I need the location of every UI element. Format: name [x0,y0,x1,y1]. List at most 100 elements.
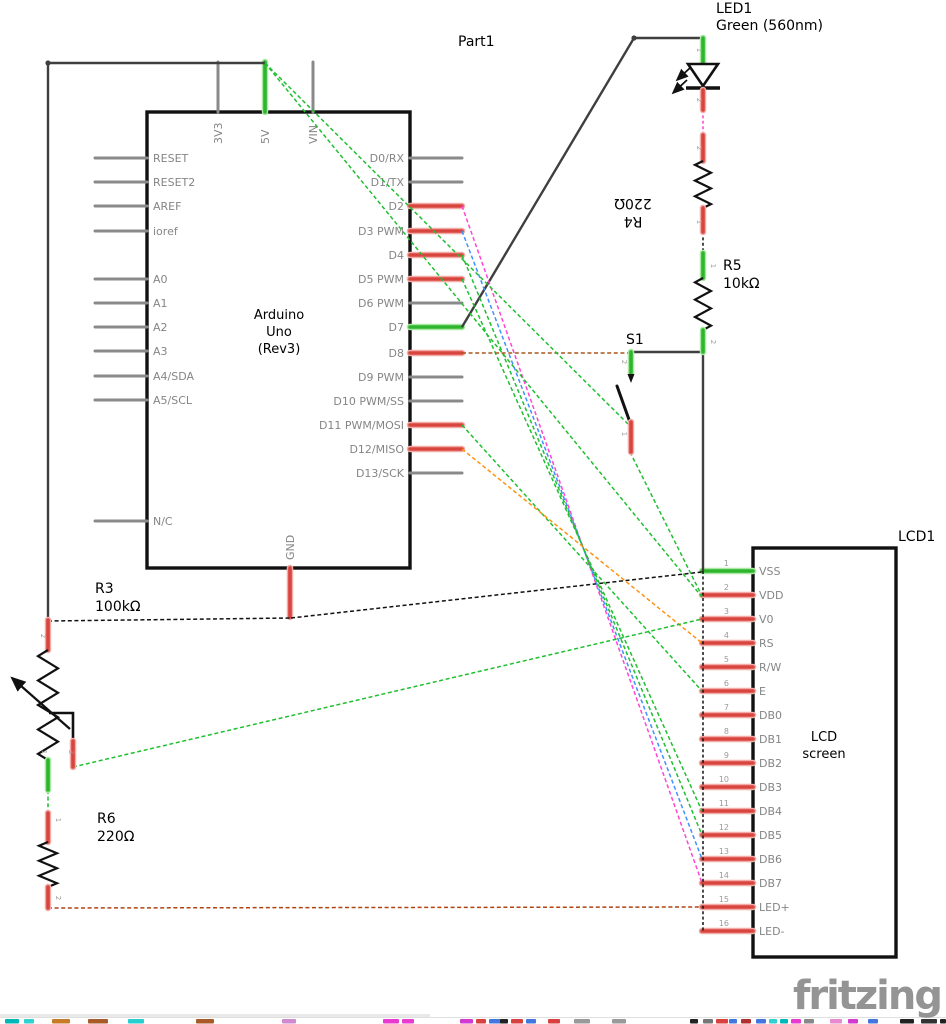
arduino-board[interactable] [145,110,412,570]
led1-light-arrow-1 [675,66,692,82]
part-pin-number-3: 1 [695,220,703,224]
ratsnest-r6-to-ledplus[interactable] [47,906,703,909]
part-pin-number-8: 2 [39,634,47,638]
r6-body[interactable] [36,840,60,889]
wire-junction-1 [45,60,51,66]
wire-d7-to-led[interactable] [460,36,703,328]
bottom-strip-seg-12 [500,1019,508,1024]
ratsnest-r3-to-v0[interactable] [72,618,703,768]
bottom-strip-seg-18 [690,1019,698,1024]
ratsnest-d5-to-db4[interactable] [461,278,703,812]
lcd-label-2: screen [802,747,845,762]
lcd-screen[interactable]: 1VSS2VDD3V04RS5R/W6E7DB08DB19DB210DB311D… [698,546,898,959]
arduino-pin-label-A4/SDA: A4/SDA [153,370,194,383]
arduino-pin-label-A0: A0 [153,273,168,286]
bottom-strip-seg-27 [804,1019,814,1024]
arduino-label-2: Uno [266,325,292,340]
part-pin-number-10: 3 [67,750,75,754]
part-pin-number-12: 2 [54,896,62,900]
part-pin-number-0: 1 [695,48,703,52]
bottom-strip-seg-15 [548,1019,560,1024]
part-pin-number-11: 1 [54,818,62,822]
arduino-pin-label-D13/SCK: D13/SCK [356,467,405,480]
ratsnest-gnd-to-vss[interactable] [290,571,703,619]
arduino-pin-label-D2: D2 [389,200,404,213]
bottom-strip-seg-26 [791,1019,801,1024]
bottom-strip-seg-6 [282,1019,296,1024]
arduino-pin-label-ioref: ioref [153,225,179,238]
bottom-strip-seg-13 [511,1019,523,1024]
arduino-pin-label-D3 PWM: D3 PWM [358,225,404,238]
lcd-pin-number-6: 6 [724,679,729,688]
lcd-pin-label-DB1: DB1 [759,733,782,746]
bottom-strip-seg-14 [526,1019,536,1024]
bottom-strip-seg-33 [940,1019,946,1024]
part-pin-number-7: 1 [620,432,628,436]
lcd-pin-label-DB2: DB2 [759,757,782,770]
ratsnest-r3-to-gnd[interactable] [47,617,292,622]
lcd-pin-label-RS: RS [759,637,774,650]
arduino-pin-label-D6 PWM: D6 PWM [358,297,404,310]
r4-ref: R4 [624,213,643,229]
sheet-title: Part1 [458,34,495,50]
lcd1-ref: LCD1 [898,529,935,545]
lcd-pin-label-DB3: DB3 [759,781,782,794]
r4-resistor[interactable] [692,131,714,236]
lcd-pin-number-2: 2 [724,583,729,592]
lcd-pin-number-9: 9 [724,751,729,760]
wires-ratsnest [47,62,704,931]
lcd-pin-label-DB7: DB7 [759,877,782,890]
lcd-pin-label-V0: V0 [759,613,774,626]
bottom-strip-seg-25 [780,1019,788,1024]
r3-body[interactable] [35,649,61,761]
arduino-pin-label-D4: D4 [389,249,404,262]
wires-solid [45,35,705,620]
r6-resistor[interactable] [36,809,60,912]
arduino-pin-label-A3: A3 [153,345,168,358]
bottom-strip-seg-7 [383,1019,399,1024]
lcd-pin-number-7: 7 [724,703,729,712]
r6-ref: R6 [97,811,116,827]
bottom-strip-seg-22 [741,1019,751,1024]
s1-lever[interactable] [615,384,631,423]
lcd-pin-number-8: 8 [724,727,729,736]
arduino-pin-label-3V3: 3V3 [212,122,225,144]
bottom-strip-seg-0 [5,1019,19,1024]
bottom-strip-seg-20 [716,1019,728,1024]
r4-value: 220Ω [614,195,652,211]
bottom-strip-seg-31 [900,1019,914,1024]
lcd-panel[interactable] [751,546,898,959]
lcd-pin-number-11: 11 [719,799,729,808]
lcd-pin-number-15: 15 [719,895,729,904]
arduino-pin-label-D9 PWM: D9 PWM [358,371,404,384]
r4-body[interactable] [692,160,714,209]
arduino-pin-label-D1/TX: D1/TX [371,176,405,189]
arduino-label-1: Arduino [254,308,304,323]
bottom-strip-seg-2 [52,1019,70,1024]
r5-resistor[interactable] [692,249,714,356]
r5-body[interactable] [692,277,714,331]
fritzing-watermark: fritzing [792,973,943,1019]
s1-pin-arrow [627,374,635,383]
arduino-uno[interactable]: RESETRESET2AREFiorefA0A1A2A3A4/SDAA5/SCL… [93,58,466,621]
bottom-strip-seg-19 [703,1019,713,1024]
bottom-strip-seg-30 [868,1019,878,1024]
lcd-pin-number-10: 10 [719,775,729,784]
bottom-strip-seg-10 [476,1019,486,1024]
ratsnest-d11-to-e[interactable] [461,424,703,692]
r3-potentiometer[interactable] [10,616,77,794]
part-pin-number-2: 2 [695,146,703,150]
s1-switch[interactable] [615,348,635,456]
r3-value: 100kΩ [95,599,141,615]
arduino-pin-label-D11 PWM/MOSI: D11 PWM/MOSI [319,419,404,432]
ratsnest-5v-to-vdd[interactable] [264,62,703,598]
lcd-pin-label-DB6: DB6 [759,853,782,866]
ratsnest-d12-to-rs[interactable] [461,448,703,644]
bottom-strip-seg-5 [196,1019,214,1024]
part-pin-number-5: 2 [709,340,717,344]
led1-part[interactable] [671,34,721,114]
ratsnest-s1-to-vdd[interactable] [629,451,703,597]
part-pin-number-6: 2 [620,360,628,364]
